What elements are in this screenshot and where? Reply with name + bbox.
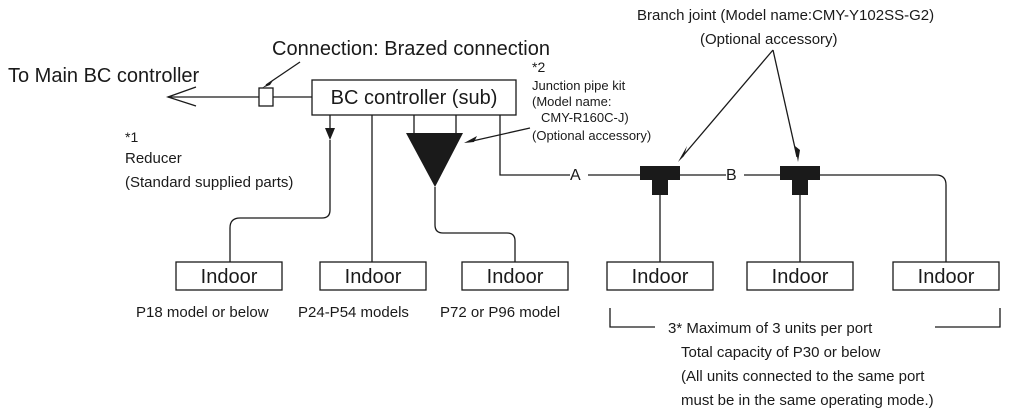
branch-joint-optional-label: (Optional accessory) xyxy=(700,31,838,48)
note3-line3: (All units connected to the same port xyxy=(681,368,925,385)
junction-kit-pipe-to-indoor xyxy=(434,187,516,262)
note3-bracket-left xyxy=(609,308,655,328)
branch-pointer-arrowhead-1 xyxy=(678,146,687,162)
indoor-unit-p24-box xyxy=(319,261,427,291)
indoor-unit-p72-label: Indoor xyxy=(487,266,544,288)
to-main-bc-label: To Main BC controller xyxy=(8,65,200,87)
reducer-label: Reducer xyxy=(125,150,182,167)
brazed-coupling xyxy=(258,87,274,107)
model-caption-p18: P18 model or below xyxy=(136,304,269,321)
junction-kit-line2: (Model name: xyxy=(532,94,611,109)
branch-pointer-line-2 xyxy=(772,49,798,158)
indoor-unit-branch-2-box xyxy=(746,261,854,291)
indoor-unit-branch-2-label: Indoor xyxy=(772,266,829,288)
branch-pointer-arrowhead-2 xyxy=(795,146,800,162)
junction-kit-pointer-arrowhead xyxy=(464,136,477,143)
indoor-unit-p72-box xyxy=(461,261,569,291)
note2-mark: *2 xyxy=(532,59,545,75)
branch-joint-1-symbol xyxy=(640,166,680,195)
junction-kit-line4: (Optional accessory) xyxy=(532,128,651,143)
branch-pipe-to-last-indoor xyxy=(820,174,947,262)
indoor-unit-p18-box xyxy=(175,261,283,291)
bc-controller-sub-label: BC controller (sub) xyxy=(331,87,498,109)
note1-mark: *1 xyxy=(125,129,138,145)
pipe-a-label: A xyxy=(570,167,581,184)
junction-kit-line3: CMY-R160C-J) xyxy=(541,110,629,125)
branch-joint-2-symbol xyxy=(780,166,820,195)
junction-pipe-kit-symbol xyxy=(406,133,463,187)
model-caption-p72: P72 or P96 model xyxy=(440,304,560,321)
port1-pipe-to-indoor xyxy=(229,140,331,262)
reducer-symbol xyxy=(325,128,335,140)
indoor-unit-branch-1-box xyxy=(606,261,714,291)
branch-pointer-line-1 xyxy=(681,49,774,158)
indoor-unit-branch-3-box xyxy=(892,261,1000,291)
note3-line1: 3* Maximum of 3 units per port xyxy=(668,320,873,337)
note3-bracket-right xyxy=(935,308,1001,328)
note3-line2: Total capacity of P30 or below xyxy=(681,344,880,361)
pipe-b-label: B xyxy=(726,167,737,184)
indoor-unit-branch-1-label: Indoor xyxy=(632,266,689,288)
branch-joint-label: Branch joint (Model name:CMY-Y102SS-G2) xyxy=(637,7,934,24)
junction-kit-pointer-line xyxy=(467,127,531,143)
model-caption-p24: P24-P54 models xyxy=(298,304,409,321)
reducer-standard-label: (Standard supplied parts) xyxy=(125,174,293,191)
indoor-unit-branch-3-label: Indoor xyxy=(918,266,975,288)
branch-pipe-a-start xyxy=(499,115,570,176)
connection-label: Connection: Brazed connection xyxy=(272,38,550,60)
indoor-unit-p24-label: Indoor xyxy=(345,266,402,288)
bc-controller-sub-box xyxy=(311,79,517,116)
indoor-unit-p18-label: Indoor xyxy=(201,266,258,288)
note3-line4: must be in the same operating mode.) xyxy=(681,392,934,409)
junction-kit-line1: Junction pipe kit xyxy=(532,78,626,93)
connection-pointer-arrowhead xyxy=(262,79,274,88)
